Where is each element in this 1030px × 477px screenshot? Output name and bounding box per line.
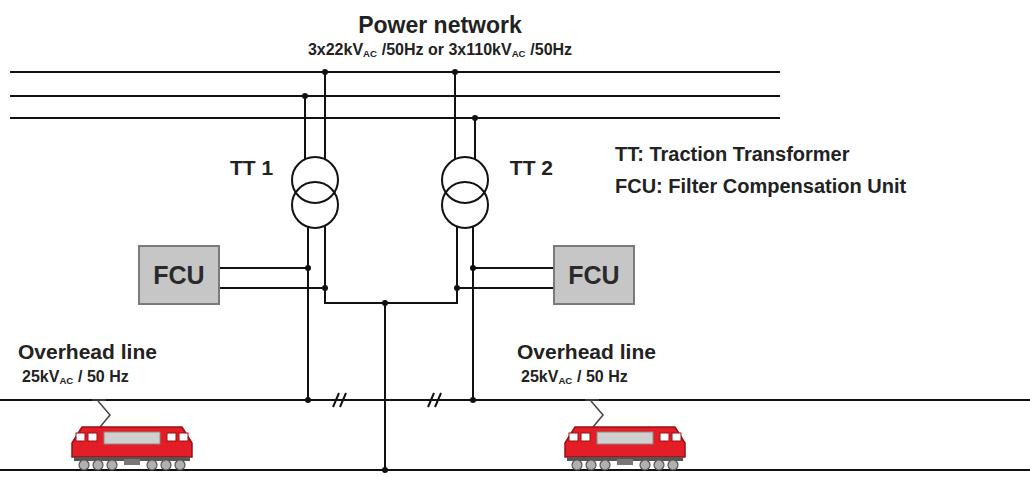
traction-transformer: TT 2: [433, 150, 555, 232]
transformer-label: TT 2: [510, 156, 553, 180]
unit-subscript: AC: [512, 48, 526, 59]
text-line: TT: Traction Transformer: [615, 143, 850, 166]
frequency: / 50 Hz: [577, 368, 628, 385]
wire: [220, 232, 308, 268]
legend-note: TT: Traction Transformer: [615, 143, 850, 165]
unit-subscript: AC: [59, 375, 73, 386]
wire: [220, 287, 325, 289]
text-line: 25kVAC / 50 Hz: [22, 368, 129, 386]
title-text: Power network: [358, 12, 522, 38]
unit-subscript: AC: [558, 375, 572, 386]
traction-transformer: TT 1: [226, 150, 348, 232]
voltage: 25kV: [22, 368, 59, 385]
text-line: FCU: Filter Compensation Unit: [615, 175, 906, 198]
line-label: Overhead line: [18, 340, 157, 363]
filter-label: FCU: [153, 261, 204, 290]
frequency: /50Hz: [530, 41, 572, 58]
legend-note: FCU: Filter Compensation Unit: [615, 175, 906, 197]
voltage: 3x22kV: [308, 41, 363, 58]
line-label: Overhead line: [517, 340, 656, 363]
text-line: 25kVAC / 50 Hz: [521, 368, 628, 386]
wire: [473, 232, 553, 268]
wire: [457, 287, 553, 289]
frequency: / 50 Hz: [78, 368, 129, 385]
unit-subscript: AC: [363, 48, 377, 59]
text-line: 3x22kVAC/50Hz or 3x110kVAC/50Hz: [190, 41, 690, 59]
filter-box: FCU: [553, 245, 635, 305]
voltage: 25kV: [521, 368, 558, 385]
filter-label: FCU: [568, 261, 619, 290]
text-line: Overhead line: [517, 340, 656, 364]
text-line: Overhead line: [18, 340, 157, 364]
title: Power network: [240, 12, 640, 39]
filter-box: FCU: [138, 245, 220, 305]
voltage: /50Hz or 3x110kV: [382, 41, 512, 58]
transformer-label: TT 1: [230, 156, 273, 180]
